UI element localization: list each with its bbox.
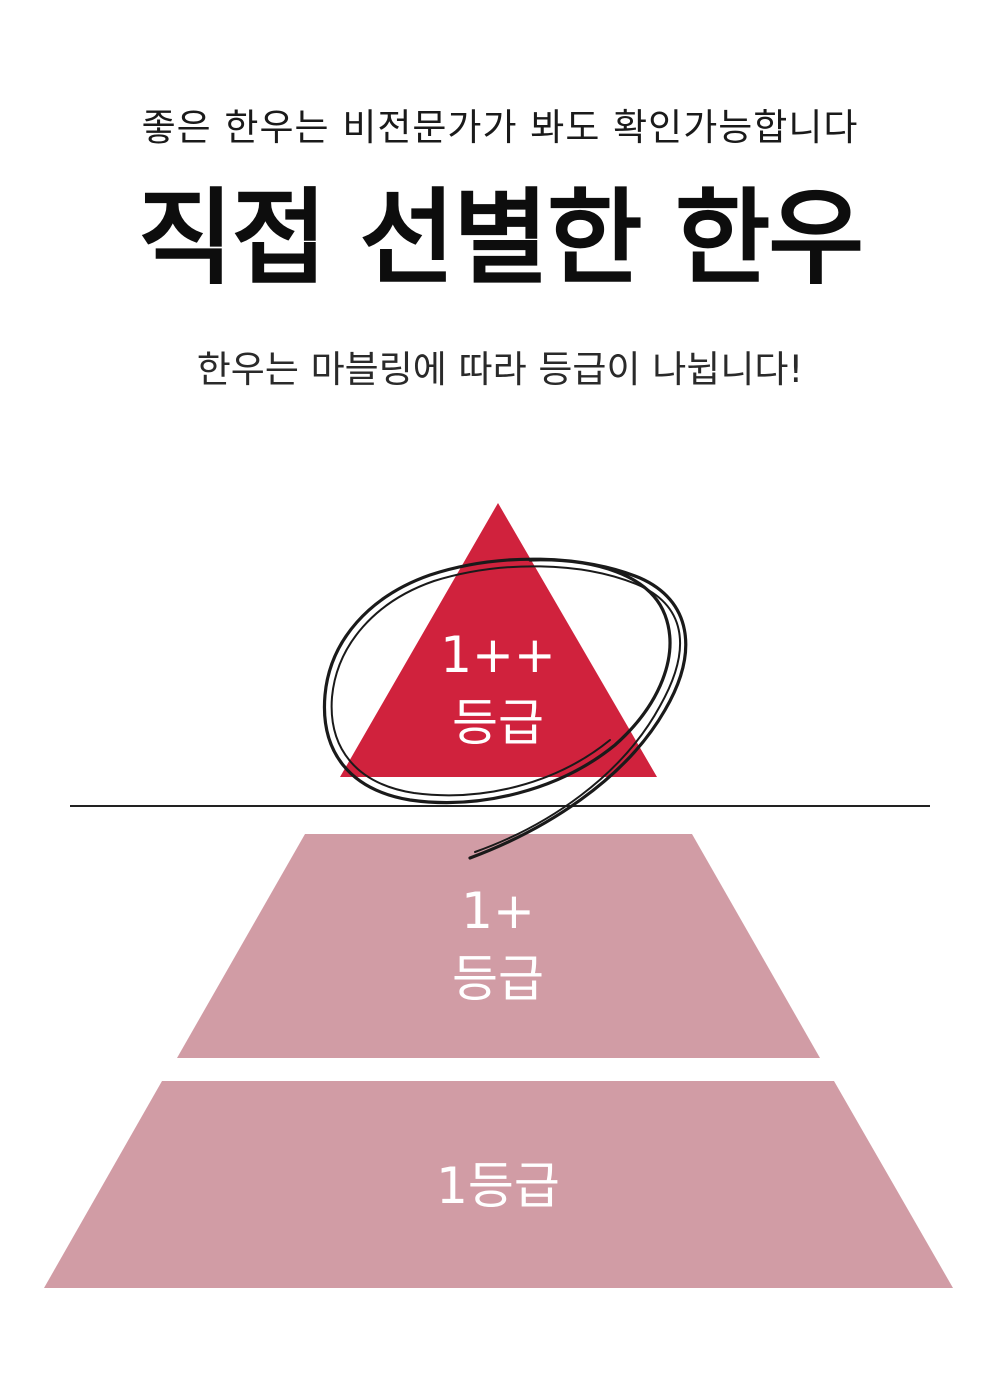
tier-1-shape (44, 1081, 953, 1288)
eyebrow-text: 좋은 한우는 비전문가가 봐도 확인가능합니다 (141, 106, 859, 149)
tier-1pp-sublabel: 등급 (452, 694, 544, 752)
tier-1p-shape (177, 834, 820, 1058)
tier-1pp-shape (340, 503, 657, 777)
hand-drawn-circle-icon (322, 557, 688, 860)
tier-1p-label: 1+ (461, 882, 535, 940)
tier-1pp-label: 1++ (440, 626, 556, 684)
tier-1p-sublabel: 등급 (452, 950, 544, 1008)
page-subtitle: 한우는 마블링에 따라 등급이 나뉩니다! (196, 348, 804, 391)
page-title: 직접 선별한 한우 (137, 177, 864, 299)
tier-1-label: 1등급 (436, 1157, 560, 1215)
